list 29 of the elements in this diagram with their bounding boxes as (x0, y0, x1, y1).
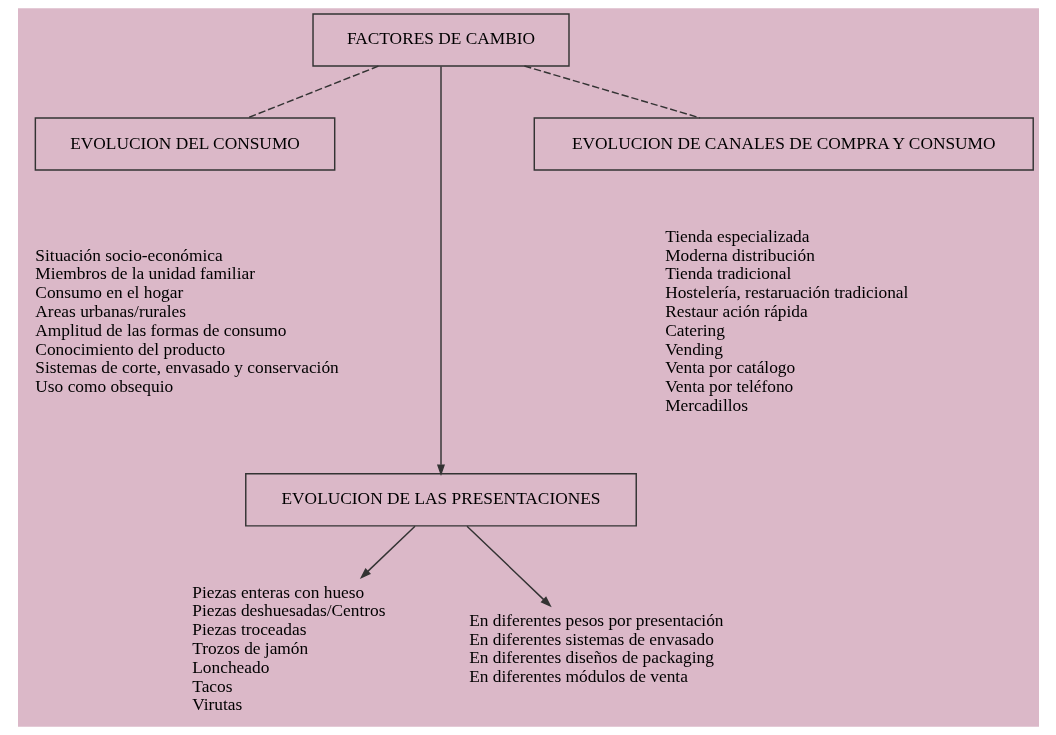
connector (523, 65, 701, 119)
node-label: Venta por teléfono (664, 377, 793, 397)
connector (246, 65, 379, 119)
node-label: Uso como obsequio (34, 377, 173, 397)
node-box: EVOLUCION DEL CONSUMO (34, 117, 335, 171)
node-label: Tienda tradicional (664, 264, 791, 284)
node-label: Consumo en el hogar (34, 283, 183, 303)
arrow (465, 525, 552, 608)
node-label: Sistemas de corte, envasado y conservación (34, 358, 339, 378)
node-label: Miembros de la unidad familiar (34, 264, 255, 284)
node-label: Situación socio-económica (34, 245, 223, 265)
node-label: Areas urbanas/rurales (34, 302, 186, 322)
arrow (359, 525, 416, 579)
node-label: Mercadillos (664, 396, 748, 416)
node-label: Tienda especializada (664, 226, 809, 246)
node-box: EVOLUCION DE LAS PRESENTACIONES (244, 473, 637, 527)
node-text: Piezas enteras con hueso Piezas deshuesadas/Centros Piezas troceadas Trozos de jamón Loncheado Tacos Virutas (191, 582, 385, 715)
node-label: Venta por catálogo (664, 358, 795, 378)
node-label: Vending (664, 339, 723, 359)
node-text: En diferentes pesos por presentación En diferentes sistemas de envasado En diferentes diseños de packaging En diferentes módulos de venta (468, 610, 723, 687)
node-label: Amplitud de las formas de consumo (34, 320, 286, 340)
node-label: Conocimiento del producto (34, 339, 225, 359)
arrow (436, 65, 445, 476)
node-label: Moderna distribución (664, 245, 815, 265)
node-label: Catering (664, 320, 725, 340)
node-label: Hostelería, restaruación tradicional (664, 283, 908, 303)
node-box: FACTORES DE CAMBIO (311, 13, 570, 67)
node-label: Restaur ación rápida (664, 302, 808, 322)
node-box: EVOLUCION DE CANALES DE COMPRA Y CONSUMO (533, 117, 1034, 171)
